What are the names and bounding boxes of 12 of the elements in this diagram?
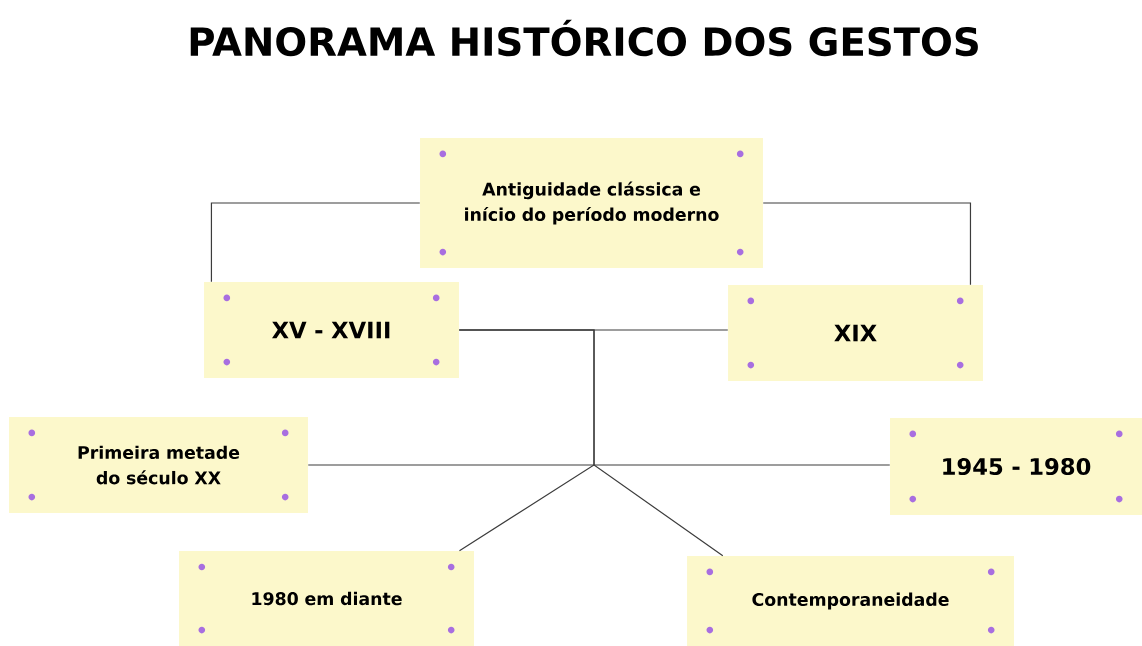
period-box: XV - XVIII — [204, 282, 459, 378]
connector-line — [307, 464, 891, 466]
connector-line — [458, 329, 724, 557]
period-box: Primeira metade do século XX — [9, 417, 308, 513]
period-box: Antiguidade clássica e início do período moderno — [420, 138, 763, 268]
connector-line — [210, 202, 421, 283]
period-box: 1980 em diante — [179, 551, 474, 646]
title: PANORAMA HISTÓRICO DOS GESTOS — [190, 19, 978, 57]
connector-line — [762, 202, 972, 286]
period-box: Contemporaneidade — [687, 556, 1014, 646]
period-box: XIX — [728, 285, 983, 381]
period-box: 1945 - 1980 — [890, 417, 1142, 516]
